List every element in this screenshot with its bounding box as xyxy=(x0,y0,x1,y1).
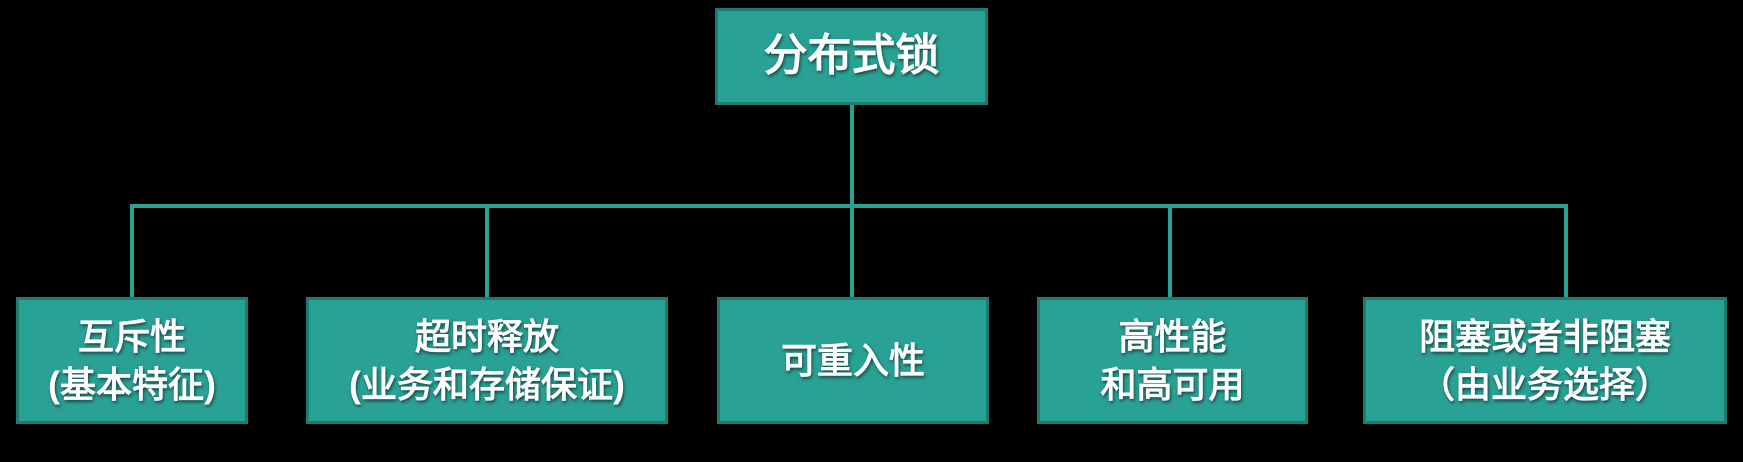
connector-drop-2 xyxy=(485,206,489,299)
connector-drop-3 xyxy=(850,206,854,299)
root-node-label: 分布式锁 xyxy=(763,31,940,81)
node-label-line: 超时释放 xyxy=(414,315,559,357)
node-label-line: （由业务选择） xyxy=(1418,363,1671,405)
child-node-mutual-exclusion: 互斥性 (基本特征) xyxy=(16,297,248,424)
node-label-line: 互斥性 xyxy=(77,315,186,357)
node-label-line: 高性能 xyxy=(1118,315,1227,357)
node-label-line: (基本特征) xyxy=(48,363,216,405)
child-node-high-performance-availability: 高性能 和高可用 xyxy=(1037,297,1308,424)
connector-horizontal-bus xyxy=(130,204,1568,208)
node-label-line: 阻塞或者非阻塞 xyxy=(1418,315,1671,357)
root-node-distributed-lock: 分布式锁 xyxy=(715,8,988,105)
connector-drop-1 xyxy=(130,206,134,299)
connector-root-vertical xyxy=(850,103,854,206)
child-node-timeout-release: 超时释放 (业务和存储保证) xyxy=(306,297,668,424)
child-node-blocking-or-nonblocking: 阻塞或者非阻塞 （由业务选择） xyxy=(1363,297,1727,424)
node-label-line: 可重入性 xyxy=(780,339,925,381)
node-label-line: (业务和存储保证) xyxy=(349,363,625,405)
child-node-reentrancy: 可重入性 xyxy=(717,297,989,424)
connector-drop-4 xyxy=(1168,206,1172,299)
node-label-line: 和高可用 xyxy=(1100,363,1245,405)
connector-drop-5 xyxy=(1564,206,1568,299)
